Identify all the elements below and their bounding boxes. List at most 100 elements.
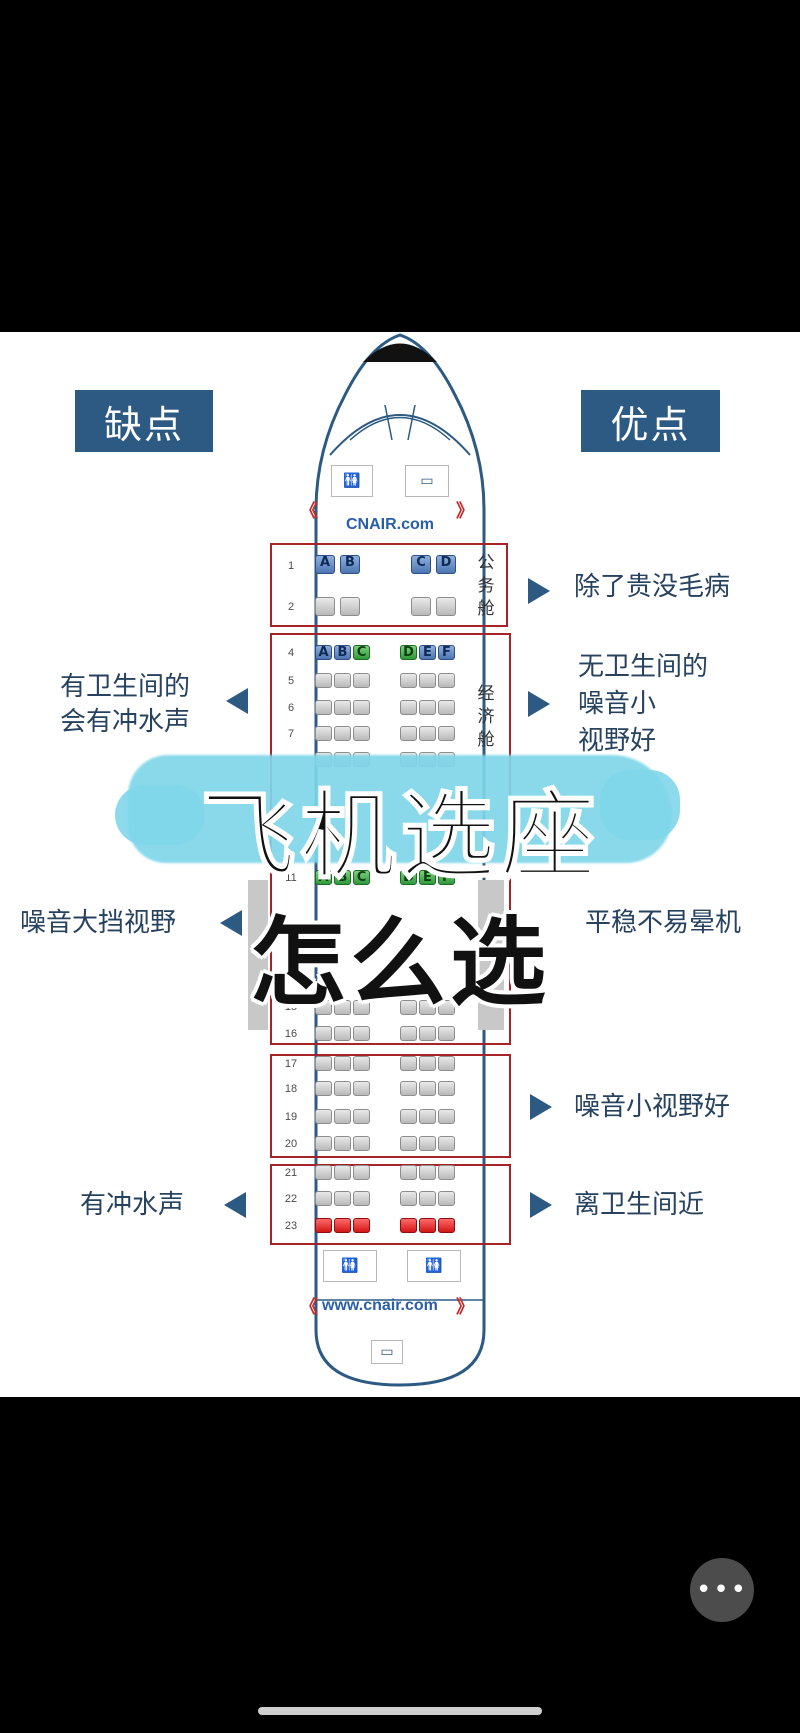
seat-4c[interactable]: C <box>353 645 370 660</box>
seat[interactable] <box>419 700 436 715</box>
seat[interactable] <box>334 1191 351 1206</box>
seat[interactable] <box>400 1191 417 1206</box>
seat[interactable] <box>400 1165 417 1180</box>
seat[interactable] <box>438 1136 455 1151</box>
seat[interactable] <box>419 1000 436 1015</box>
seat[interactable] <box>438 1000 455 1015</box>
seat-4e[interactable]: E <box>419 645 436 660</box>
seat-11b[interactable]: B <box>334 870 351 885</box>
seat[interactable] <box>400 673 417 688</box>
seat[interactable] <box>334 1081 351 1096</box>
seat[interactable] <box>400 1056 417 1071</box>
seat[interactable] <box>436 597 456 616</box>
seat[interactable] <box>334 1165 351 1180</box>
seat-1b[interactable]: B <box>340 555 360 574</box>
seat-1d[interactable]: D <box>436 555 456 574</box>
seat-4d[interactable]: D <box>400 645 417 660</box>
seat-11d[interactable]: D <box>400 870 417 885</box>
more-options-button[interactable]: ••• <box>690 1558 754 1622</box>
seat[interactable] <box>315 726 332 741</box>
seat[interactable] <box>400 726 417 741</box>
seat-last-row[interactable] <box>438 1218 455 1233</box>
exit-chevron-left-icon: 《 <box>300 501 318 522</box>
seat[interactable] <box>400 1000 417 1015</box>
seat[interactable] <box>315 1191 332 1206</box>
seat[interactable] <box>353 1191 370 1206</box>
seat[interactable] <box>353 726 370 741</box>
seat-last-row[interactable] <box>400 1218 417 1233</box>
seat[interactable] <box>334 700 351 715</box>
seat[interactable] <box>315 1056 332 1071</box>
row-number: 2 <box>287 601 295 613</box>
seat[interactable] <box>419 1109 436 1124</box>
seat[interactable] <box>438 1109 455 1124</box>
seat[interactable] <box>334 1000 351 1015</box>
seat[interactable] <box>334 1026 351 1041</box>
seat[interactable] <box>438 700 455 715</box>
seat-4f[interactable]: F <box>438 645 455 660</box>
seat[interactable] <box>315 1136 332 1151</box>
seat[interactable] <box>353 1026 370 1041</box>
seat[interactable] <box>340 597 360 616</box>
seat[interactable] <box>334 1109 351 1124</box>
seat[interactable] <box>315 673 332 688</box>
seat-4b[interactable]: B <box>334 645 351 660</box>
seat[interactable] <box>419 1026 436 1041</box>
seat[interactable] <box>315 597 335 616</box>
seat[interactable] <box>353 700 370 715</box>
seat[interactable] <box>438 1081 455 1096</box>
seat[interactable] <box>419 726 436 741</box>
seat[interactable] <box>438 726 455 741</box>
seat[interactable] <box>438 1165 455 1180</box>
seat[interactable] <box>438 673 455 688</box>
seat[interactable] <box>315 1026 332 1041</box>
seat-11a[interactable]: A <box>315 870 332 885</box>
seat[interactable] <box>315 1000 332 1015</box>
seat[interactable] <box>438 1056 455 1071</box>
business-cabin-box <box>270 543 508 627</box>
seat[interactable] <box>353 673 370 688</box>
seat[interactable] <box>400 1026 417 1041</box>
seat[interactable] <box>438 1191 455 1206</box>
seat[interactable] <box>353 1056 370 1071</box>
seat-1c[interactable]: C <box>411 555 431 574</box>
seat[interactable] <box>315 1165 332 1180</box>
seat-last-row[interactable] <box>353 1218 370 1233</box>
seat[interactable] <box>353 1081 370 1096</box>
seat[interactable] <box>419 1191 436 1206</box>
seat-last-row[interactable] <box>315 1218 332 1233</box>
seat-last-row[interactable] <box>419 1218 436 1233</box>
seat[interactable] <box>353 1165 370 1180</box>
website-label-bottom: www.cnair.com <box>322 1297 438 1314</box>
seat-4a[interactable]: A <box>315 645 332 660</box>
seat[interactable] <box>411 597 431 616</box>
seat-11e[interactable]: E <box>419 870 436 885</box>
seat[interactable] <box>438 1026 455 1041</box>
seat[interactable] <box>400 1109 417 1124</box>
seat[interactable] <box>315 700 332 715</box>
seat[interactable] <box>419 673 436 688</box>
seat[interactable] <box>419 1165 436 1180</box>
seat[interactable] <box>353 1000 370 1015</box>
seat[interactable] <box>334 1056 351 1071</box>
seat-11f[interactable]: F <box>438 870 455 885</box>
note-rear-con: 有冲水声 <box>80 1190 185 1220</box>
seat[interactable] <box>334 1136 351 1151</box>
seat[interactable] <box>334 673 351 688</box>
home-indicator[interactable] <box>258 1707 542 1715</box>
seat-1a[interactable]: A <box>315 555 335 574</box>
seat[interactable] <box>315 1081 332 1096</box>
seat[interactable] <box>419 1056 436 1071</box>
seat-last-row[interactable] <box>334 1218 351 1233</box>
seat[interactable] <box>353 1109 370 1124</box>
seat[interactable] <box>419 1136 436 1151</box>
seat[interactable] <box>400 1136 417 1151</box>
seat[interactable] <box>315 1109 332 1124</box>
seat[interactable] <box>353 1136 370 1151</box>
galley-icon: ▭ <box>371 1340 403 1364</box>
seat[interactable] <box>419 1081 436 1096</box>
seat[interactable] <box>400 700 417 715</box>
seat[interactable] <box>400 1081 417 1096</box>
seat[interactable] <box>334 726 351 741</box>
seat-11c[interactable]: C <box>353 870 370 885</box>
